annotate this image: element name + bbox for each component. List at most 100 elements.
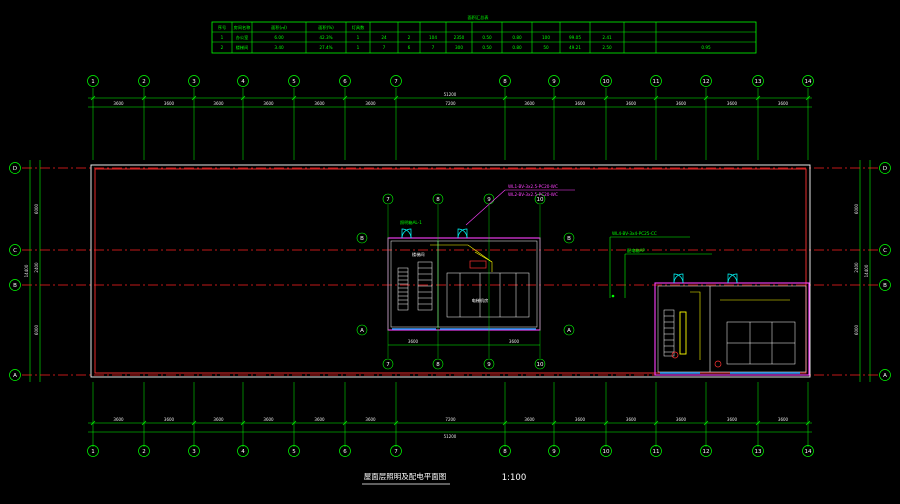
schedule-cell: 27.4% — [319, 45, 332, 50]
dimension-tick — [141, 420, 147, 426]
light-fixture — [671, 351, 679, 359]
row-axis-bubble — [9, 244, 21, 256]
drawing-scale: 1:100 — [502, 473, 527, 483]
column-dimension-top: 3600 — [524, 101, 535, 106]
column-axis-bubble — [288, 75, 300, 87]
dimension-tick — [141, 95, 147, 101]
row-axis-label: A — [13, 373, 17, 379]
annotation-wl2: WL2-BV-3x2.5-PC20-WC — [508, 192, 558, 197]
dimension-tick — [502, 420, 508, 426]
stair-room-wall — [387, 237, 541, 331]
elevator-room-wall-inner — [657, 285, 807, 373]
column-axis-label: 10 — [603, 449, 610, 455]
schedule-header-cell: 序号 — [218, 24, 226, 31]
local-dimension: 3600 — [408, 339, 419, 344]
local-axis-top-bubble — [432, 193, 444, 205]
dimension-tick — [603, 95, 609, 101]
grid-row-lines — [22, 167, 878, 376]
right-annotations: WL4-BV-3x4-PC25-CC 配电箱AP — [609, 231, 712, 298]
column-dimension-top: 3600 — [676, 101, 687, 106]
annotation-wl4: WL4-BV-3x4-PC25-CC — [612, 231, 657, 236]
door-swings — [401, 228, 468, 239]
column-axis-label: 13 — [755, 79, 762, 85]
dimension-tick — [90, 95, 96, 101]
column-axis-bubble — [600, 75, 612, 87]
local-axis-right-bubble — [563, 324, 575, 336]
schedule-cell: 楼梯间 — [236, 44, 249, 51]
schedule-header-cell: 面积(㎡) — [271, 24, 287, 31]
dimension-tick — [755, 95, 761, 101]
drawing-title: 屋面层照明及配电平面图 — [364, 471, 447, 481]
dimension-tick — [393, 95, 399, 101]
schedule-cell: 6 — [408, 45, 411, 50]
dimension-tick — [703, 420, 709, 426]
dimension-tick — [291, 420, 297, 426]
total-length-dim-top: 51200 — [444, 92, 457, 97]
schedule-cell: 7 — [432, 45, 435, 50]
row-axis-label: A — [883, 373, 887, 379]
row-axis-bubble — [9, 369, 21, 381]
row-dimension: 6000 — [854, 324, 859, 335]
column-dimension-top: 3600 — [575, 101, 586, 106]
dimension-tick — [603, 420, 609, 426]
column-axis-label: 7 — [394, 79, 398, 85]
schedule-cell: 2.41 — [602, 35, 612, 40]
local-axis-bottom-bubble — [382, 358, 394, 370]
schedule-cell: 1 — [221, 35, 224, 40]
distribution-box-1 — [469, 260, 487, 269]
column-axis-bubble — [339, 445, 351, 457]
column-axis-label: 3 — [192, 79, 196, 85]
schedule-cell: 0.80 — [512, 45, 522, 50]
local-dimension: 3600 — [509, 339, 520, 344]
column-dimension-top: 3600 — [626, 101, 637, 106]
schedule-cell: 49.21 — [569, 45, 581, 50]
machine-area — [446, 272, 530, 318]
total-width-dim-left: 14400 — [24, 264, 29, 277]
local-axis-top-label: 10 — [537, 197, 544, 203]
column-axis-label: 8 — [503, 449, 507, 455]
column-axis-label: 3 — [192, 449, 196, 455]
column-dimension-top: 7200 — [445, 101, 456, 106]
column-axis-bubble — [700, 75, 712, 87]
dimension-tick — [191, 420, 197, 426]
column-axis-bubble — [752, 75, 764, 87]
column-dimension-bottom: 3600 — [365, 417, 376, 422]
column-dimension-top: 3600 — [164, 101, 175, 106]
left-dimension-lines — [29, 160, 41, 382]
column-axis-label: 2 — [142, 449, 146, 455]
schedule-cell: 2 — [408, 35, 411, 40]
row-dimension: 6000 — [34, 203, 39, 214]
column-axis-bubble — [390, 445, 402, 457]
column-axis-label: 10 — [603, 79, 610, 85]
local-axis-right-label: A — [567, 328, 571, 334]
dimension-tick — [805, 420, 811, 426]
stair-steps — [397, 261, 433, 311]
column-axis-bubble — [339, 75, 351, 87]
column-axis-bubble — [390, 75, 402, 87]
stair-room-wall-inner — [390, 240, 538, 328]
column-dimension-texts: 3600 3600 3600 3600 3600 3600 3600 3600 3600 3600… — [113, 101, 788, 422]
column-axis-bubble — [499, 445, 511, 457]
column-dimension-bottom: 7200 — [445, 417, 456, 422]
column-dimension-top: 3600 — [263, 101, 274, 106]
schedule-cell: 1 — [357, 35, 360, 40]
column-dimension-bottom: 3600 — [727, 417, 738, 422]
room-label-machine: 电梯机房 — [472, 297, 489, 304]
stair-handrail — [679, 311, 687, 355]
schedule-cell: 2350 — [454, 35, 465, 40]
schedule-cell: 0.50 — [482, 35, 492, 40]
dimension-tick — [90, 420, 96, 426]
column-axis-label: 4 — [241, 79, 245, 85]
column-axis-bubble — [87, 75, 99, 87]
elevator-door-swings — [673, 273, 738, 284]
schedule-cell: 300 — [455, 45, 463, 50]
row-dimension: 6000 — [854, 203, 859, 214]
column-dimension-bottom: 3600 — [113, 417, 124, 422]
elevator-wiring — [690, 291, 790, 360]
column-axis-label: 9 — [552, 449, 556, 455]
local-axis-top-bubble — [534, 193, 546, 205]
row-axis-bubble — [879, 369, 891, 381]
